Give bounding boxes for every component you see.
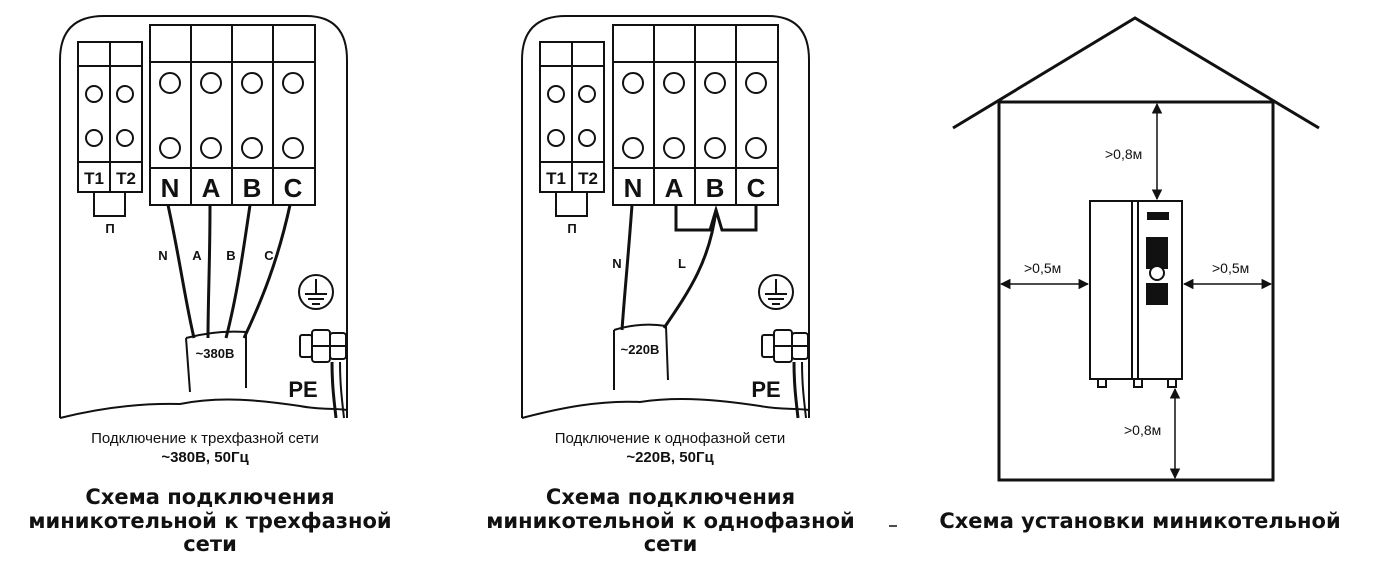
- mid-term-t2: T2: [578, 169, 598, 188]
- left-term-t1: T1: [84, 169, 104, 188]
- pe-bolt-icon: [299, 329, 347, 363]
- right-clearance-label: >0,5м: [1212, 260, 1249, 276]
- left-wire-b-label: B: [226, 248, 235, 263]
- left-note-line1: Подключение к трехфазной сети: [91, 430, 319, 447]
- left-clearance-label: >0,5м: [1024, 260, 1061, 276]
- mid-caption: Схема подключения миникотельной к однофа…: [458, 485, 883, 557]
- jumper-bracket: [555, 192, 588, 217]
- floor-line: [521, 398, 810, 419]
- mid-cable-label: ~220В: [621, 342, 660, 357]
- left-wire-c-label: C: [264, 248, 274, 263]
- wire-l: [662, 209, 718, 329]
- enclosure-outline: [521, 15, 810, 418]
- mid-term-n: N: [624, 173, 643, 203]
- left-cable-label: ~380В: [196, 346, 235, 361]
- floor-line: [59, 398, 348, 419]
- mid-term-b: B: [706, 173, 725, 203]
- left-note: Подключение к трехфазной сети ~380В, 50Г…: [40, 430, 370, 468]
- mid-caption-line3: сети: [643, 532, 698, 557]
- boiler-unit: [1089, 200, 1183, 388]
- left-term-n: N: [161, 173, 180, 203]
- left-pe-label: PE: [288, 377, 317, 402]
- room-outline: [997, 100, 1275, 482]
- cable-sleeve: [185, 330, 247, 393]
- left-caption: Схема подключения миникотельной к трехфа…: [0, 485, 420, 557]
- left-term-t2: T2: [116, 169, 136, 188]
- mid-term-t1: T1: [546, 169, 566, 188]
- wire-b: [224, 204, 252, 339]
- mid-term-c: C: [747, 173, 766, 203]
- mid-note-line1: Подключение к однофазной сети: [554, 430, 786, 447]
- mid-jumper-label: П: [567, 221, 576, 236]
- left-note-line2: ~380В, 50Гц: [161, 448, 249, 466]
- right-caption-line: Схема установки миникотельной: [939, 509, 1341, 533]
- mid-wire-n-label: N: [612, 256, 621, 271]
- mid-wire-l-label: L: [678, 256, 686, 271]
- wire-a: [206, 204, 212, 339]
- ground-icon: [758, 274, 794, 310]
- right-caption: Схема установки миникотельной: [905, 509, 1375, 534]
- top-clearance-label: >0,8м: [1105, 146, 1142, 162]
- mid-note: Подключение к однофазной сети ~220В, 50Г…: [500, 430, 840, 468]
- mid-pe-label: PE: [751, 377, 780, 402]
- bottom-clearance-label: >0,8м: [1124, 422, 1161, 438]
- three-phase-panel: [59, 15, 348, 419]
- mid-note-line2: ~220В, 50Гц: [626, 448, 714, 466]
- wire-n: [166, 204, 196, 339]
- left-caption-line3: сети: [183, 532, 237, 557]
- left-term-a: A: [202, 173, 221, 203]
- left-term-c: C: [284, 173, 303, 203]
- mid-caption-line2: миникотельной к однофазной: [486, 508, 855, 533]
- left-wire-n-label: N: [158, 248, 167, 263]
- wire-n: [620, 204, 634, 331]
- left-term-b: B: [243, 173, 262, 203]
- left-caption-line2: миникотельной к трехфазной: [28, 508, 392, 533]
- pe-bolt-icon: [761, 329, 809, 363]
- jumper-bracket: [93, 192, 126, 217]
- roof-outline: [952, 16, 1320, 130]
- single-phase-panel: [521, 15, 810, 419]
- mid-term-a: A: [665, 173, 684, 203]
- enclosure-outline: [59, 15, 348, 418]
- mid-caption-line1: Схема подключения: [545, 485, 796, 509]
- left-wire-a-label: A: [192, 248, 202, 263]
- left-caption-line1: Схема подключения: [85, 485, 335, 509]
- wire-c: [242, 204, 292, 339]
- cable-sleeve: [613, 323, 669, 390]
- installation-panel: [889, 16, 1320, 527]
- left-jumper-label: П: [105, 221, 114, 236]
- ground-icon: [298, 274, 334, 310]
